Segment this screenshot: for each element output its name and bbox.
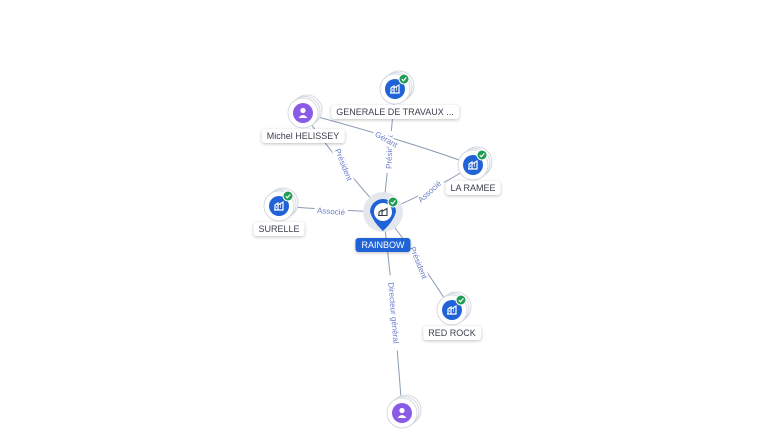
node-helissey[interactable] [287, 94, 323, 129]
building-icon [378, 207, 388, 217]
edge-label-background [384, 275, 402, 351]
check-mark [390, 200, 396, 205]
edge-helissey-laramee [302, 112, 474, 166]
edge-label-background [414, 177, 446, 207]
node-surelle[interactable] [263, 187, 299, 222]
node-label-generale[interactable]: GENERALE DE TRAVAUX ... [331, 105, 459, 119]
building-icon [463, 155, 483, 175]
check-badge-icon [282, 190, 294, 202]
edge-label-background [405, 241, 431, 285]
edge-label-background [313, 205, 349, 219]
pin-center [374, 203, 392, 221]
node-person2[interactable] [386, 394, 422, 429]
node-label-rainbow[interactable]: RAINBOW [355, 238, 411, 252]
check-badge-icon [387, 196, 399, 208]
node-label-redrock[interactable]: RED ROCK [423, 326, 481, 340]
check-badge-icon [398, 73, 410, 85]
person-icon-head [399, 407, 405, 414]
person-icon-body [298, 115, 308, 118]
check-badge-icon [476, 149, 488, 161]
check-mark [285, 194, 291, 199]
node-generale[interactable] [379, 70, 415, 105]
building-icon [269, 196, 289, 216]
person-icon-head [300, 107, 306, 114]
building-icon-shape [274, 200, 284, 211]
building-icon [442, 300, 462, 320]
edge-label-background [330, 143, 356, 187]
node-label-surelle[interactable]: SURELLE [253, 222, 305, 236]
building-icon [385, 79, 405, 99]
node-label-laramee[interactable]: LA RAMEE [445, 181, 501, 195]
nodes-layer [263, 70, 493, 429]
check-mark [458, 298, 464, 303]
check-mark [401, 77, 407, 82]
edge-label: Associé [317, 206, 346, 217]
person-icon-body [397, 415, 407, 418]
edge-label-background [370, 128, 402, 152]
node-redrock[interactable] [436, 291, 472, 326]
node-laramee[interactable] [457, 146, 493, 181]
building-icon-shape [447, 304, 457, 315]
node-label-helissey[interactable]: Michel HELISSEY [261, 129, 345, 143]
edge-label: Président [385, 134, 395, 169]
check-badge-icon [455, 294, 467, 306]
edge-label: Associé [416, 179, 443, 205]
check-mark [479, 153, 485, 158]
building-icon-shape [468, 159, 478, 170]
building-icon-shape [390, 83, 400, 94]
node-rainbow[interactable] [363, 192, 403, 232]
